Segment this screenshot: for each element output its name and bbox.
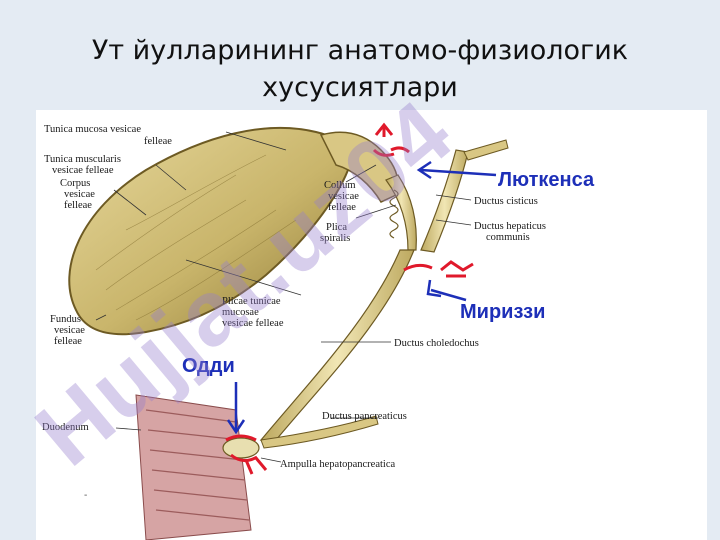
label-collum-3: felleae [328,202,356,213]
label-mirizzi: Мириззи [460,301,545,323]
label-ductus-hepaticus-2: communis [486,232,530,243]
anatomy-diagram: Tunica mucosa vesicae felleae Tunica mus… [42,122,595,540]
label-tunica-muscularis-2: vesicae felleae [52,165,114,176]
label-plicae-1: Plicae tunicae [222,296,281,307]
sphincter-mirizzi [403,260,474,278]
label-corpus-3: felleae [64,200,92,211]
label-plica-2: spiralis [320,233,350,244]
arrow-mirizzi [426,279,467,302]
label-fundus-3: felleae [54,336,82,347]
title-line-2: хусусиятлари [262,72,458,103]
figure-dash: - [84,490,87,501]
arrow-lutkens [416,160,497,180]
label-fundus-2: vesicae [54,325,85,336]
label-tunica-mucosa-1: Tunica mucosa vesicae [44,124,141,135]
anatomy-figure: Tunica mucosa vesicae felleae Tunica mus… [36,110,707,540]
label-plicae-2: mucosae [222,307,259,318]
label-tunica-muscularis-1: Tunica muscularis [44,154,121,165]
label-fundus-1: Fundus [50,314,81,325]
ampulla [222,437,260,459]
pancreatic-duct [260,415,379,449]
label-plicae-3: vesicae felleae [222,318,284,329]
label-tunica-mucosa-2: felleae [144,136,172,147]
sphincter-oddi [225,434,268,475]
sphincter-lutkens [372,122,410,157]
label-duodenum: Duodenum [42,422,89,433]
cystic-duct [385,174,417,251]
leader-lines [95,131,472,463]
label-ductus-cisticus: Ductus cisticus [474,196,538,207]
hepatic-branch [463,139,509,161]
label-ductus-choledochus: Ductus choledochus [394,338,479,349]
hepatic-duct [420,149,469,253]
label-corpus-1: Corpus [60,178,90,189]
label-lutkens: Люткенса [498,169,595,191]
mucosal-folds [95,154,297,321]
label-ampulla: Ampulla hepatopancreatica [280,459,395,470]
slide-title: Ут йулларининг анатомо-физиологик хусуси… [0,32,720,106]
duodenum-wall [135,394,252,540]
label-collum-2: vesicae [328,191,359,202]
label-ductus-pancreaticus: Ductus pancreaticus [322,411,407,422]
spiral-fold [389,189,399,239]
title-line-1: Ут йулларининг анатомо-физиологик [91,35,629,66]
label-ductus-hepaticus-1: Ductus hepaticus [474,221,546,232]
label-corpus-2: vesicae [64,189,95,200]
label-plica-1: Plica [326,222,347,233]
label-collum-1: Collum [324,180,356,191]
arrow-oddi [226,382,246,435]
label-oddi: Одди [182,355,235,377]
